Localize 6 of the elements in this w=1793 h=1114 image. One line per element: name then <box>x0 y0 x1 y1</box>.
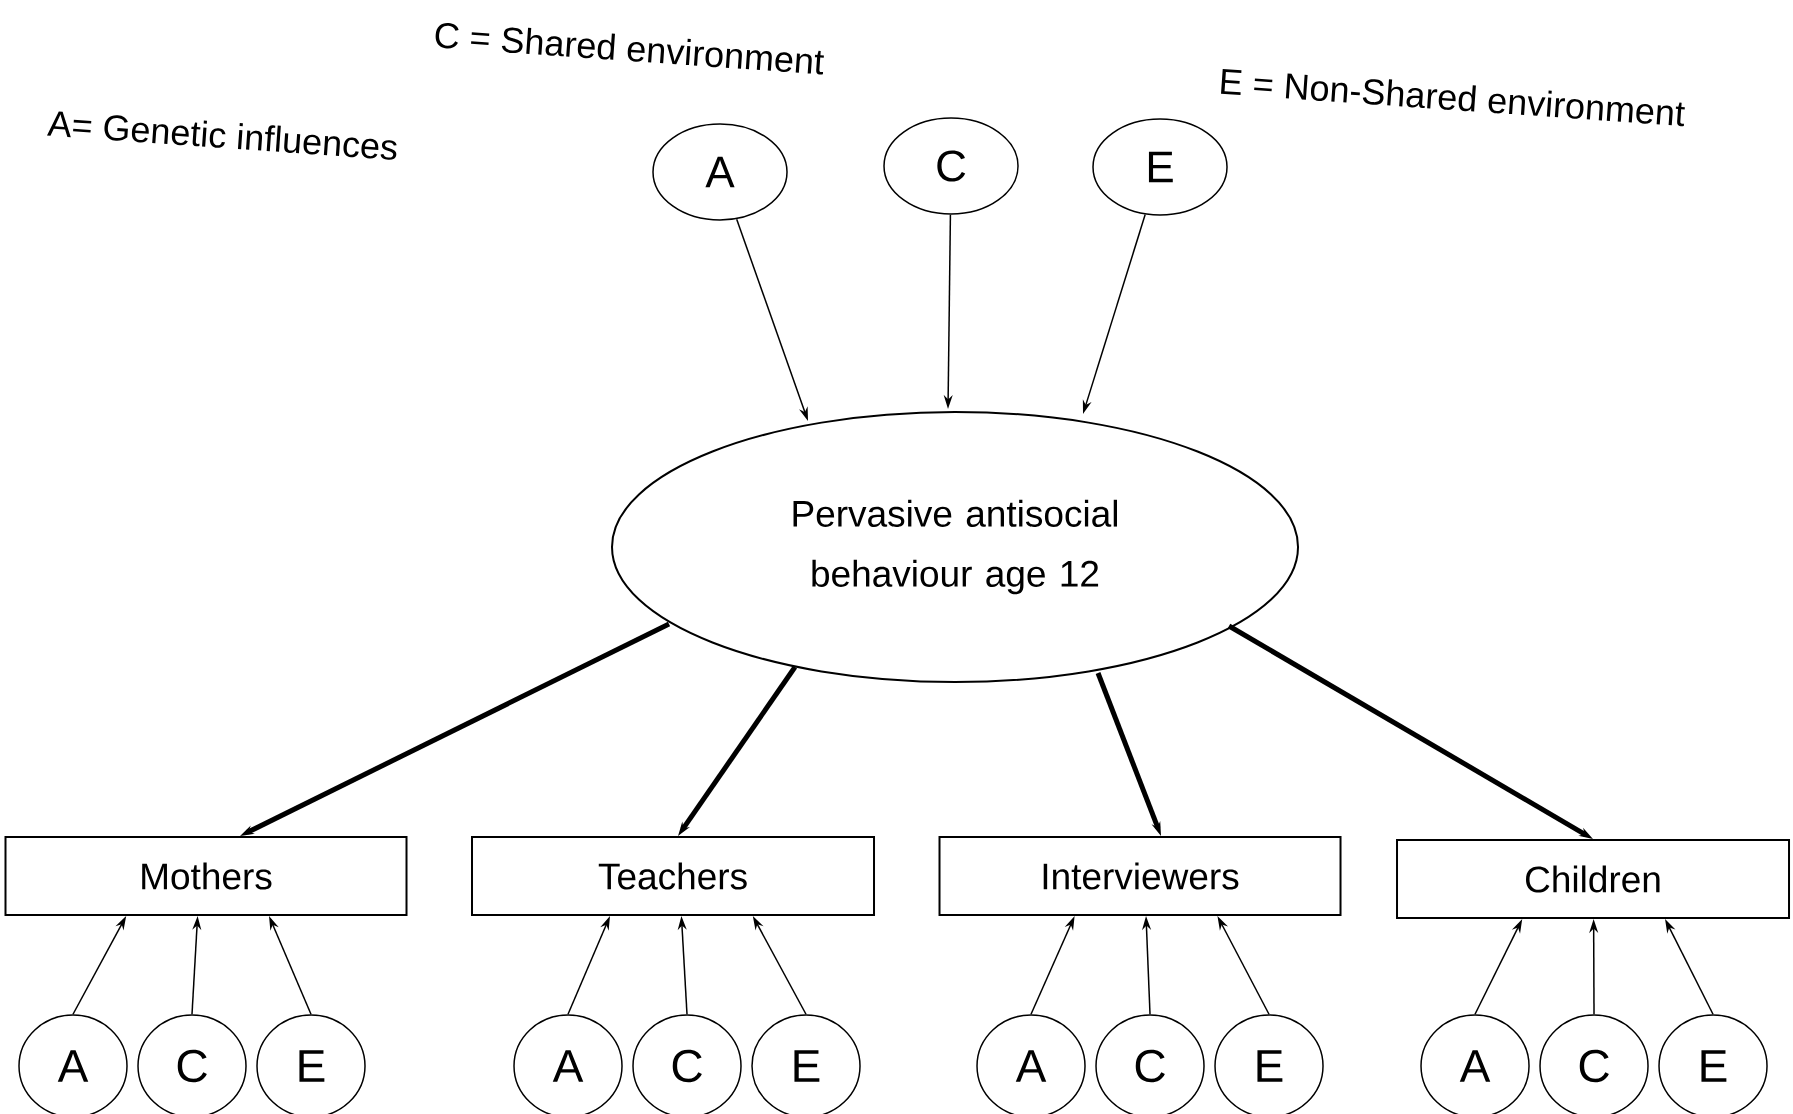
rater-box: Children <box>1396 839 1790 919</box>
legend-text: C = Shared environment <box>435 23 824 75</box>
legend-text: A= Genetic influences <box>47 111 397 160</box>
rater-box: Mothers <box>4 836 408 916</box>
rater-box: Interviewers <box>938 836 1342 916</box>
rater-box: Teachers <box>471 836 875 916</box>
